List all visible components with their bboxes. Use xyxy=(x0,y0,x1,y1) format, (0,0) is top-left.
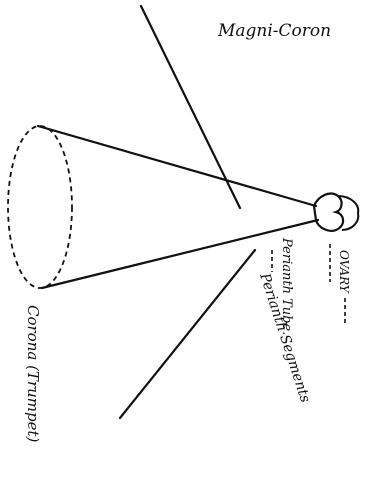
corona-bottom-edge xyxy=(42,220,318,288)
ovary-shape xyxy=(314,194,343,231)
corona-mouth-dashed-ellipse xyxy=(8,126,72,288)
perianth-tube-label: Perianth Tube. xyxy=(279,237,294,335)
ovary-label: OVARY xyxy=(337,250,351,294)
lower-perianth-segment-line xyxy=(120,250,255,418)
corona-label: Corona (Trumpet) xyxy=(24,305,42,442)
corona-top-edge xyxy=(38,126,316,206)
diagram-title: Magni-Coron xyxy=(217,21,331,41)
